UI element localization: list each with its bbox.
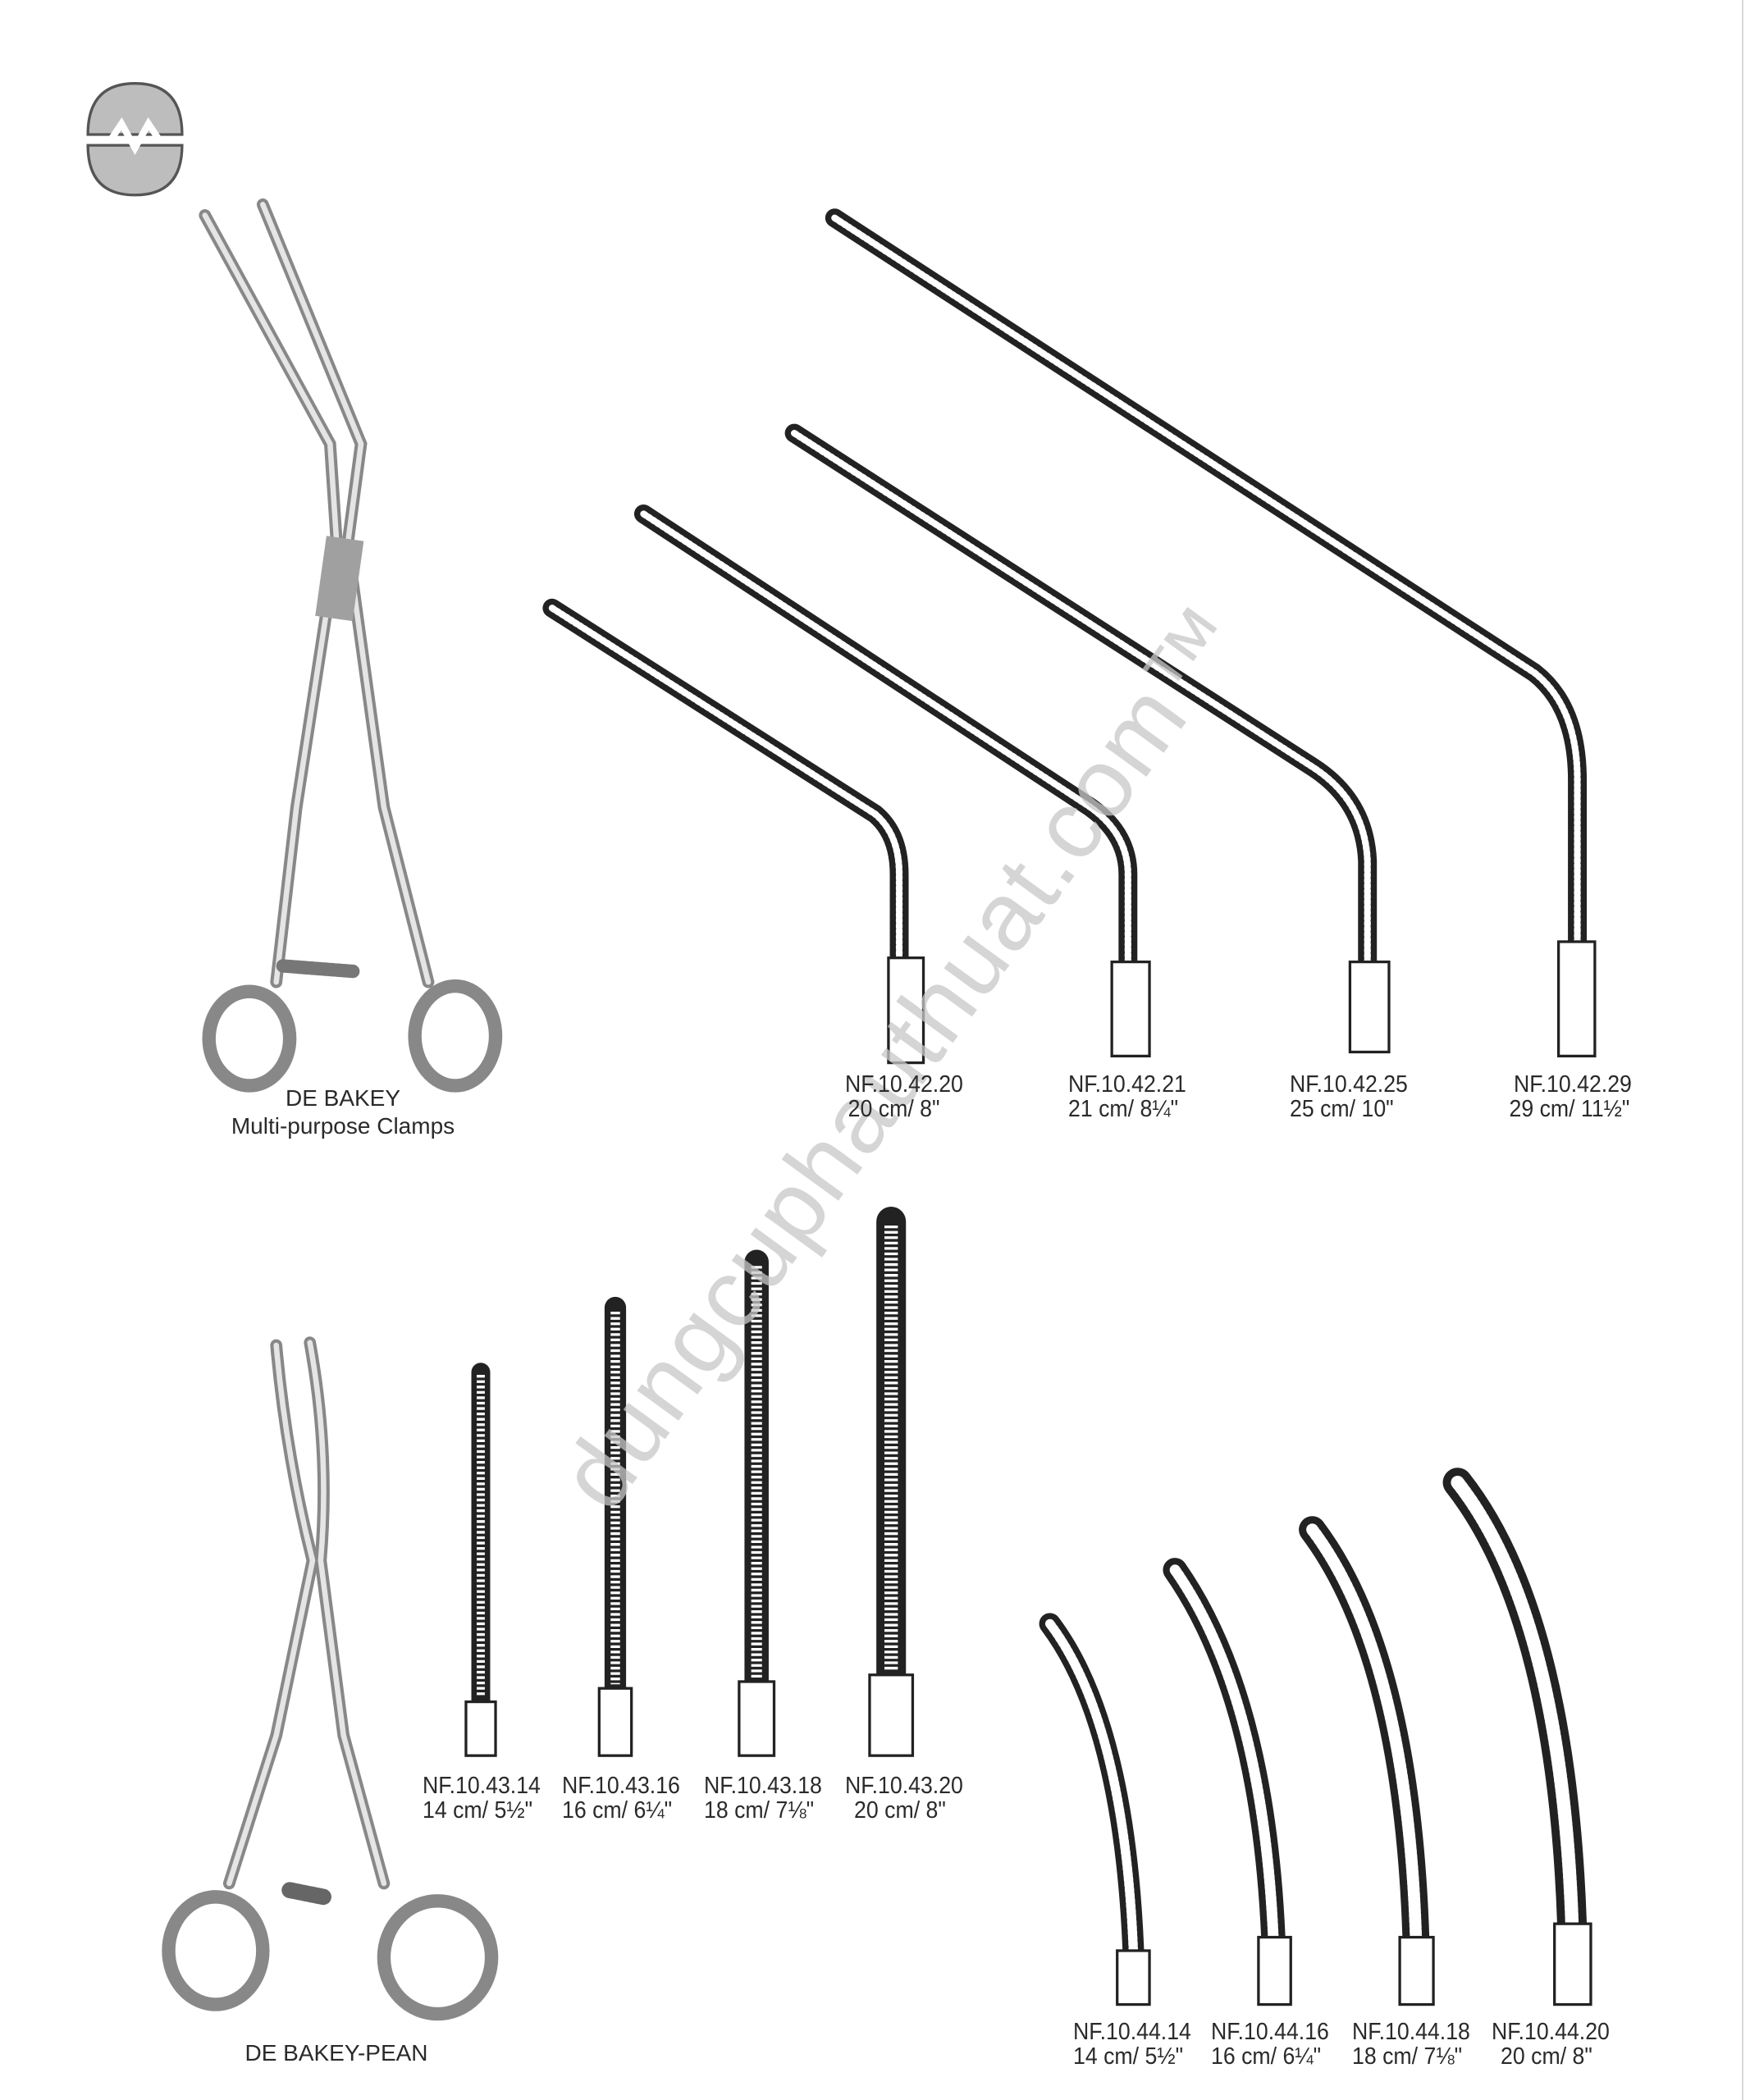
- variant-code: NF.10.43.14: [423, 1773, 541, 1799]
- variant-code: NF.10.43.20: [845, 1773, 963, 1799]
- de-bakey-clamp-image: [199, 198, 503, 1093]
- variant-size: 20 cm/ 8": [1501, 2043, 1592, 2070]
- variant-code: NF.10.44.20: [1492, 2019, 1610, 2045]
- product-name-de-bakey: DE BAKEY Multi-purpose Clamps: [138, 1084, 548, 1140]
- variant-size: 18 cm/ 7⅛": [1352, 2043, 1463, 2070]
- variant-size: 16 cm/ 6¼": [1211, 2043, 1322, 2070]
- jaw-nf-10-43-14: [464, 1363, 497, 1757]
- variant-code: NF.10.42.20: [845, 1071, 963, 1098]
- jaw-nf-10-42-25: [784, 423, 1391, 1054]
- product-title: DE BAKEY: [285, 1085, 401, 1111]
- variant-code: NF.10.44.14: [1073, 2019, 1191, 2045]
- variant-code: NF.10.42.29: [1514, 1071, 1632, 1098]
- product-name-de-bakey-pean: DE BAKEY-PEAN: [131, 2039, 541, 2067]
- jaw-nf-10-43-20: [868, 1207, 915, 1757]
- jaw-nf-10-43-16: [597, 1296, 633, 1757]
- variant-code: NF.10.44.16: [1211, 2019, 1329, 2045]
- variant-size: 29 cm/ 11½": [1509, 1096, 1630, 1122]
- jaw-nf-10-43-18: [738, 1249, 776, 1757]
- de-bakey-pean-clamp-image: [162, 1336, 499, 2021]
- product-title: DE BAKEY-PEAN: [244, 2040, 428, 2066]
- variant-size: 14 cm/ 5½": [423, 1797, 533, 1824]
- variant-code: NF.10.44.18: [1352, 2019, 1470, 2045]
- variant-code: NF.10.42.25: [1290, 1071, 1408, 1098]
- variant-code: NF.10.42.21: [1068, 1071, 1186, 1098]
- variant-code: NF.10.43.18: [704, 1773, 822, 1799]
- variant-size: 16 cm/ 6¼": [562, 1797, 673, 1824]
- variant-size: 21 cm/ 8¼": [1068, 1096, 1179, 1122]
- jaw-nf-10-44-14: [1039, 1613, 1151, 2006]
- jaw-profile-logo-icon: [86, 82, 184, 197]
- page-border: [1742, 0, 1743, 2100]
- variant-size: 20 cm/ 8": [854, 1797, 946, 1824]
- variant-size: 25 cm/ 10": [1290, 1096, 1394, 1122]
- jaw-nf-10-42-21: [633, 504, 1151, 1058]
- variant-size: 14 cm/ 5½": [1073, 2043, 1184, 2070]
- jaw-nf-10-44-20: [1442, 1468, 1592, 2006]
- jaw-nf-10-42-20: [542, 598, 925, 1065]
- variant-size: 18 cm/ 7⅛": [704, 1797, 815, 1824]
- product-subtitle: Multi-purpose Clamps: [231, 1113, 455, 1139]
- jaw-nf-10-42-29: [825, 208, 1597, 1058]
- jaw-nf-10-44-18: [1299, 1516, 1435, 2006]
- variant-code: NF.10.43.16: [562, 1773, 680, 1799]
- variant-size: 20 cm/ 8": [848, 1096, 940, 1122]
- jaw-nf-10-44-16: [1163, 1558, 1292, 2006]
